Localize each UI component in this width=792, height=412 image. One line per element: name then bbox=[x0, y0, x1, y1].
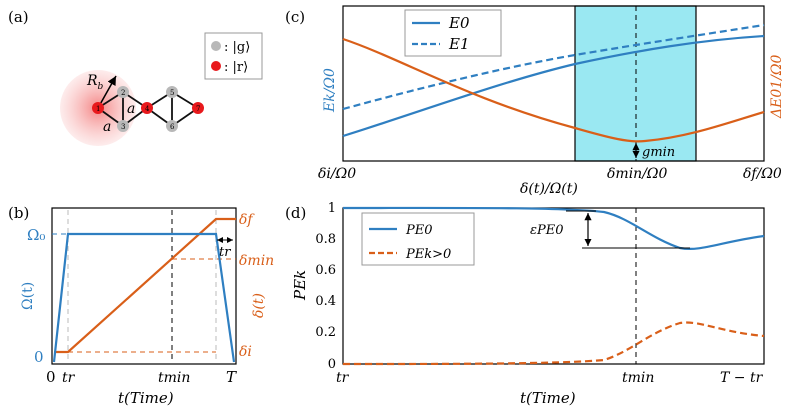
pek-axis-label: PEk bbox=[291, 270, 309, 301]
node-3-label: 3 bbox=[121, 123, 125, 131]
x-tick-tmin: tmin bbox=[158, 370, 190, 386]
delta-axis-label: δ(t) bbox=[251, 293, 267, 318]
highlight-band bbox=[575, 6, 696, 161]
node-5 bbox=[166, 86, 178, 98]
node-6-label: 6 bbox=[170, 123, 175, 131]
e0-curve bbox=[342, 34, 765, 138]
blockade-radius-label: Rb bbox=[86, 73, 104, 92]
e1-legend-label: E1 bbox=[448, 35, 470, 53]
eps-label: εPE0 bbox=[530, 223, 563, 238]
pe0-legend-label: PE0 bbox=[405, 223, 433, 238]
state-legend: : |g⟩ : |r⟩ bbox=[204, 32, 263, 80]
d-x-tick-t-minus-tr: T − tr bbox=[720, 370, 764, 386]
panel-c-x-label: δ(t)/Ω(t) bbox=[520, 181, 578, 197]
c-x-tick-deltamin: δmin/Ω0 bbox=[607, 166, 668, 182]
d-y-tick-0.4: 0.4 bbox=[315, 294, 336, 309]
c-x-tick-deltai: δi/Ω0 bbox=[318, 166, 356, 182]
d-y-tick-0.2: 0.2 bbox=[315, 325, 336, 340]
panel-a-label: (a) bbox=[8, 8, 29, 26]
node-5-label: 5 bbox=[170, 89, 174, 97]
ground-state-label: : |g⟩ bbox=[224, 40, 250, 55]
x-tick-T: T bbox=[226, 368, 237, 386]
panel-c-frame bbox=[342, 5, 765, 162]
node-1-label: 1 bbox=[96, 105, 100, 113]
pek-legend-label: PEk>0 bbox=[405, 247, 451, 262]
deltamin-tick: δmin bbox=[239, 253, 274, 269]
node-2 bbox=[117, 86, 129, 98]
node-1 bbox=[92, 102, 104, 114]
edge-label-a-1: a bbox=[103, 119, 111, 135]
d-y-tick-1: 1 bbox=[328, 201, 336, 216]
ek-axis-label: Ek/Ω0 bbox=[322, 68, 338, 113]
deltai-tick: δi bbox=[239, 344, 252, 360]
panel-b-x-label: t(Time) bbox=[118, 389, 174, 407]
e1-curve bbox=[342, 23, 765, 111]
blockade-radius-arrow bbox=[97, 75, 117, 109]
edge-label-a-2: a bbox=[127, 101, 135, 117]
d-x-tick-tmin: tmin bbox=[622, 370, 654, 386]
panel-b-label: (b) bbox=[8, 204, 29, 222]
x-tick-tr: tr bbox=[62, 370, 76, 386]
panel-c-legend: E0 E1 bbox=[404, 9, 502, 57]
omega-curve bbox=[52, 232, 236, 363]
ground-state-marker bbox=[211, 41, 221, 51]
gmin-label: gmin bbox=[642, 145, 675, 160]
omega-zero-tick: 0 bbox=[34, 348, 44, 366]
c-x-tick-deltaf: δf/Ω0 bbox=[743, 166, 782, 182]
panel-c-label: (c) bbox=[285, 8, 305, 26]
x-tick-0: 0 bbox=[46, 368, 56, 386]
panel-d-legend: PE0 PEk>0 bbox=[361, 212, 475, 266]
deltaf-tick: δf bbox=[239, 212, 255, 228]
gap-axis-label: ΔE01/Ω0 bbox=[769, 55, 785, 119]
omega-axis-label: Ω(t) bbox=[20, 282, 36, 310]
d-y-tick-0: 0 bbox=[328, 357, 336, 372]
pe0-curve bbox=[342, 206, 765, 250]
rydberg-state-label: : |r⟩ bbox=[224, 60, 248, 75]
d-y-tick-0.8: 0.8 bbox=[315, 232, 336, 247]
d-y-tick-0.6: 0.6 bbox=[315, 263, 336, 278]
e0-legend-label: E0 bbox=[448, 14, 470, 32]
node-4 bbox=[141, 102, 153, 114]
panel-b-frame bbox=[51, 207, 237, 365]
node-4-label: 4 bbox=[145, 105, 150, 113]
pek-curve bbox=[342, 321, 765, 366]
node-7-label: 7 bbox=[196, 105, 200, 113]
delta-curve bbox=[54, 217, 236, 354]
d-x-tick-tr: tr bbox=[336, 370, 350, 386]
graph-nodes bbox=[92, 86, 204, 132]
gap-curve bbox=[342, 37, 765, 143]
tr-width-label: tr bbox=[219, 245, 231, 260]
rydberg-state-marker bbox=[211, 61, 221, 71]
panel-d-label: (d) bbox=[285, 204, 306, 222]
panel-d-x-label: t(Time) bbox=[520, 389, 576, 407]
node-3 bbox=[117, 120, 129, 132]
node-6 bbox=[166, 120, 178, 132]
omega0-tick: Ω₀ bbox=[27, 226, 45, 244]
node-2-label: 2 bbox=[121, 89, 125, 97]
node-7 bbox=[192, 102, 204, 114]
